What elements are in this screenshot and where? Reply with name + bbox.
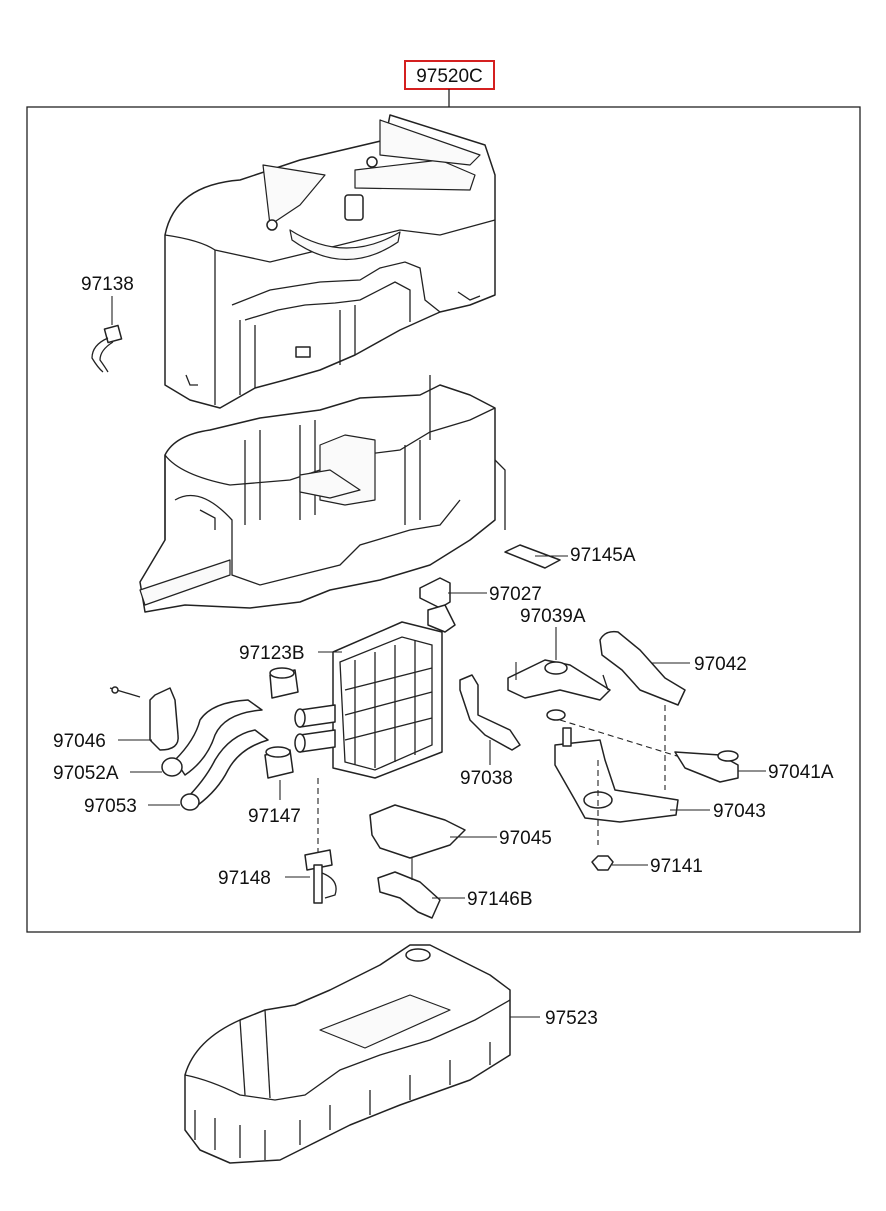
part-97038-drawing [459, 674, 521, 751]
part-label-97141[interactable]: 97141 [650, 856, 703, 877]
assembly-frame [26, 106, 861, 933]
part-label-97145A[interactable]: 97145A [570, 545, 636, 566]
leader-lines [111, 296, 766, 1018]
core-pipes-drawing [294, 704, 336, 753]
part-97148-drawing [304, 778, 337, 904]
part-97039A-drawing [507, 659, 611, 701]
assembly-code[interactable]: 97520C [416, 66, 483, 87]
part-label-97138[interactable]: 97138 [81, 274, 134, 295]
part-label-97027[interactable]: 97027 [489, 584, 542, 605]
part-97147-drawing [264, 667, 299, 779]
lower-case-drawing [139, 375, 506, 613]
part-label-97038[interactable]: 97038 [460, 768, 513, 789]
part-label-97045[interactable]: 97045 [499, 828, 552, 849]
part-label-97147[interactable]: 97147 [248, 806, 301, 827]
part-label-97043[interactable]: 97043 [713, 801, 766, 822]
part-label-97046[interactable]: 97046 [53, 731, 106, 752]
part-label-97146B[interactable]: 97146B [467, 889, 533, 910]
part-97027-drawing [419, 577, 456, 633]
part-label-97039A[interactable]: 97039A [520, 606, 586, 627]
part-97041A-drawing [674, 750, 739, 783]
part-label-97053[interactable]: 97053 [84, 796, 137, 817]
part-97043-drawing [546, 705, 691, 845]
part-label-97523[interactable]: 97523 [545, 1008, 598, 1029]
part-label-97041A[interactable]: 97041A [768, 762, 834, 783]
part-97046-drawing [109, 686, 179, 751]
part-97141-drawing [591, 855, 614, 871]
part-97523-drawing [184, 944, 511, 1164]
hoses-drawing [161, 699, 269, 811]
part-97042-drawing [599, 630, 686, 706]
upper-case-drawing [164, 114, 496, 409]
part-97045-drawing [369, 804, 466, 859]
part-label-97123B[interactable]: 97123B [239, 643, 305, 664]
part-97145A-drawing [504, 544, 561, 569]
part-label-97052A[interactable]: 97052A [53, 763, 119, 784]
part-97146B-drawing [377, 858, 441, 919]
part-97138-drawing [91, 324, 123, 373]
part-97123B-drawing [332, 621, 443, 779]
part-label-97042[interactable]: 97042 [694, 654, 747, 675]
part-label-97148[interactable]: 97148 [218, 868, 271, 889]
